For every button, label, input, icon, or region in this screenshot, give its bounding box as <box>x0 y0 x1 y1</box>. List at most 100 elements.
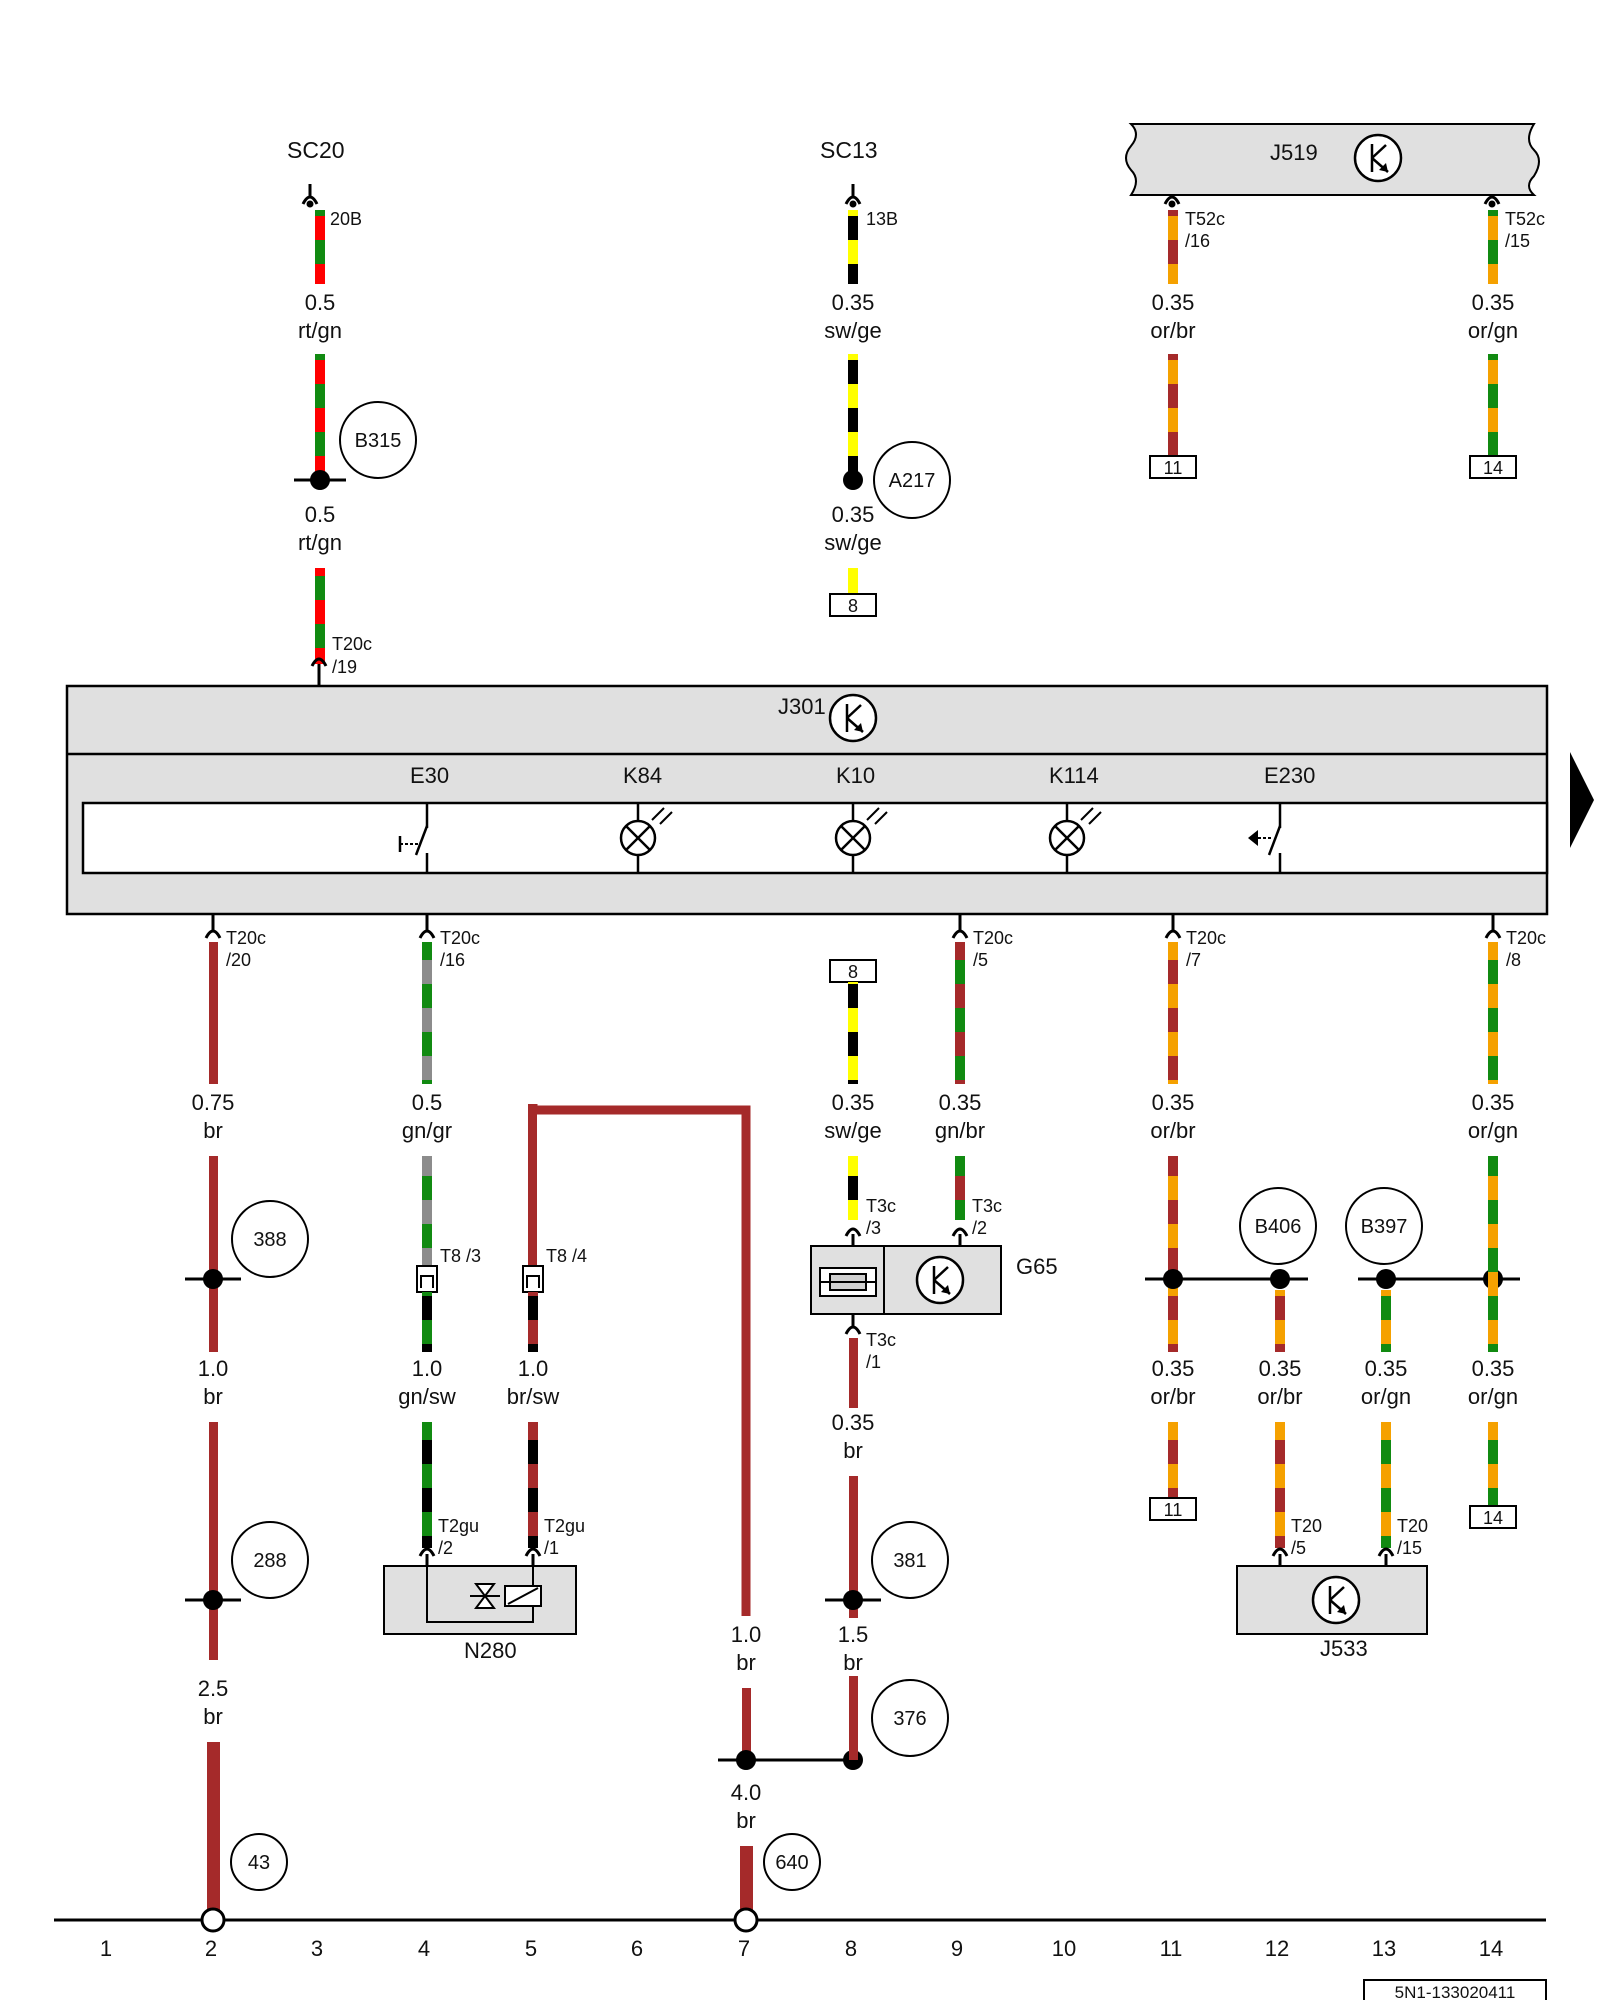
wire-orgn-c <box>1381 1290 1391 1352</box>
ground-43: 43 <box>230 1833 288 1891</box>
grid-number: 12 <box>1265 1936 1289 1961</box>
wire-label-color: gn/sw <box>398 1384 456 1409</box>
wire-label-size: 0.35 <box>832 290 875 315</box>
control-unit-icon <box>1353 133 1403 183</box>
wire-orgn-e <box>1488 942 1498 1084</box>
wire-orbr-f <box>1275 1290 1285 1352</box>
wire-label-color: or/br <box>1257 1384 1302 1409</box>
wire-br-a <box>209 942 218 1084</box>
svg-text:T8 /4: T8 /4 <box>546 1246 587 1266</box>
grid-number: 7 <box>738 1936 750 1961</box>
module-g65: G65 <box>810 1245 1058 1315</box>
wire-label-size: 0.35 <box>832 1410 875 1435</box>
svg-text:/2: /2 <box>438 1538 453 1558</box>
splice-a217: A217 <box>843 441 951 519</box>
lamp-icon <box>1048 803 1102 873</box>
ref-box-14-top: 14 <box>1469 455 1517 479</box>
grid-number: 1 <box>100 1936 112 1961</box>
wire-label-size: 1.0 <box>518 1356 549 1381</box>
wire-rtgn-c <box>315 568 325 664</box>
wire-label-color: br <box>736 1650 756 1675</box>
svg-text:381: 381 <box>893 1550 926 1572</box>
connector-pin-t52c-16: T52c /16 <box>1163 194 1225 251</box>
svg-text:14: 14 <box>1483 1508 1503 1528</box>
connector-pin-t52c-15: T52c /15 <box>1483 194 1545 251</box>
wire-swge-d <box>848 982 858 1084</box>
wire-orbr-g <box>1275 1422 1285 1548</box>
wire-label-color: br <box>843 1650 863 1675</box>
svg-text:/1: /1 <box>544 1538 559 1558</box>
grid-number: 4 <box>418 1936 430 1961</box>
component-label-k10: K10 <box>836 763 875 788</box>
svg-text:43: 43 <box>248 1852 270 1874</box>
wire-br-col7b <box>740 1846 753 1918</box>
connector-t8-3: T8 /3 <box>416 1246 481 1293</box>
connector-t8-4: T8 /4 <box>522 1246 587 1293</box>
ref-box-8-top: 8 <box>829 593 877 617</box>
svg-text:T3c: T3c <box>972 1196 1002 1216</box>
wire-label-size: 1.0 <box>198 1356 229 1381</box>
wire-label-color: br/sw <box>507 1384 560 1409</box>
wire-label-color: or/gn <box>1468 1118 1518 1143</box>
wire-gnsw-a <box>422 1292 432 1352</box>
ref-box-11-bottom: 11 <box>1149 1497 1197 1521</box>
grid-number: 11 <box>1160 1936 1183 1961</box>
wire-label-color: sw/ge <box>824 318 881 343</box>
wire-swge-b <box>848 354 858 478</box>
wire-label-color: rt/gn <box>298 530 342 555</box>
wire-label-size: 0.75 <box>192 1090 235 1115</box>
wire-label-color: br <box>203 1384 223 1409</box>
wire-label-color: or/br <box>1150 1384 1195 1409</box>
wire-label-size: 0.5 <box>305 290 336 315</box>
wire-orbr-d <box>1168 1156 1178 1352</box>
wire-label-size: 0.35 <box>832 1090 875 1115</box>
connector-pin-20b: 20B <box>301 184 362 229</box>
svg-text:/15: /15 <box>1397 1538 1422 1558</box>
wire-label-size: 0.35 <box>832 502 875 527</box>
connector-pin-13b: 13B <box>844 184 898 229</box>
svg-text:T20c: T20c <box>226 928 266 948</box>
wire-swge-e <box>848 1156 858 1220</box>
wire-orbr-e <box>1168 1422 1178 1498</box>
ground-640: 640 <box>763 1833 821 1891</box>
component-label-k84: K84 <box>623 763 662 788</box>
wire-swge-a <box>848 210 858 284</box>
wire-label-color: or/gn <box>1468 318 1518 343</box>
wire-label-color: or/br <box>1150 1118 1195 1143</box>
svg-text:/19: /19 <box>332 657 357 677</box>
splice-b315: B315 <box>294 401 417 490</box>
svg-text:/15: /15 <box>1505 231 1530 251</box>
svg-text:T2gu: T2gu <box>544 1516 585 1536</box>
wire-gnbr-b <box>955 1156 965 1220</box>
splice-381: 381 <box>825 1521 949 1610</box>
wire-br-col7 <box>742 1688 751 1760</box>
wire-label-size: 0.35 <box>1259 1356 1302 1381</box>
connector-pin-t20c-8: T20c /8 <box>1484 914 1546 970</box>
push-switch-icon <box>1248 803 1282 873</box>
wire-label-color: gn/br <box>935 1118 985 1143</box>
wire-label-size: 0.35 <box>1472 1090 1515 1115</box>
connector-pin-t20c-19: T20c /19 <box>310 634 372 686</box>
svg-text:T20c: T20c <box>1186 928 1226 948</box>
ground-node-col7 <box>733 1907 759 1933</box>
svg-text:B315: B315 <box>355 430 402 452</box>
wire-orbr-a <box>1168 210 1178 284</box>
sensor-icon <box>819 1267 877 1297</box>
svg-text:11: 11 <box>1164 1500 1183 1520</box>
splice-288: 288 <box>185 1521 309 1610</box>
wire-orgn-b <box>1488 354 1498 456</box>
wire-label-color: br <box>203 1704 223 1729</box>
wire-br-loop <box>528 1104 537 1266</box>
svg-text:B397: B397 <box>1361 1216 1408 1238</box>
wire-brsw-a <box>528 1292 538 1352</box>
module-label-n280: N280 <box>464 1638 517 1663</box>
grid-number: 13 <box>1372 1936 1396 1961</box>
lamp-icon <box>834 803 888 873</box>
ref-box-11-top: 11 <box>1149 455 1197 479</box>
wire-label-size: 1.0 <box>412 1356 443 1381</box>
svg-text:/7: /7 <box>1186 950 1201 970</box>
svg-text:13B: 13B <box>866 209 898 229</box>
svg-text:T8 /3: T8 /3 <box>440 1246 481 1266</box>
grid-number: 10 <box>1052 1936 1076 1961</box>
